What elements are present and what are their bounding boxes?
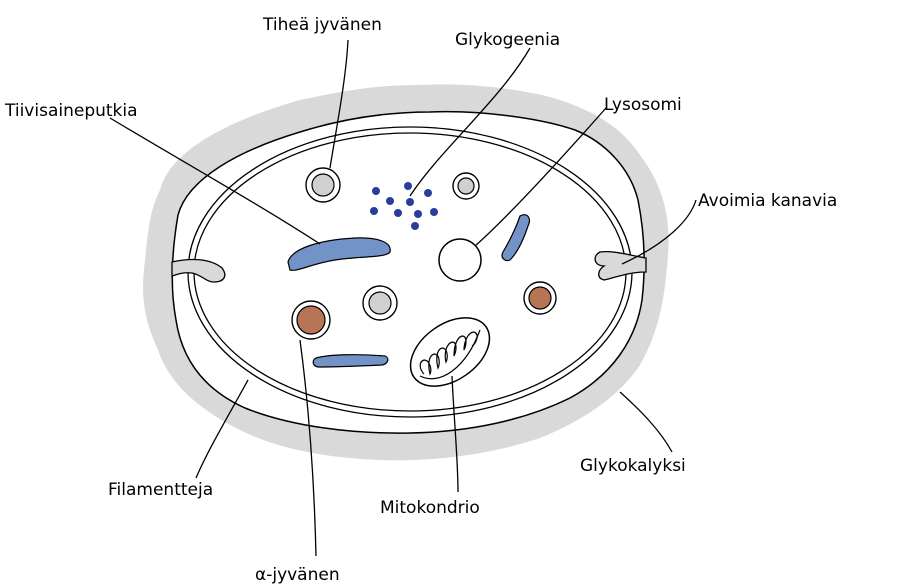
dense-granule-3 [363, 286, 397, 320]
label-dense-granule: Tiheä jyvänen [262, 15, 382, 35]
dense-granule-2 [453, 173, 479, 199]
lysosome [439, 239, 481, 281]
label-dense-tubular: Tiivisaineputkia [4, 101, 138, 121]
label-filaments: Filamentteja [108, 480, 213, 500]
dense-granule-1 [306, 168, 340, 202]
label-open-canals: Avoimia kanavia [698, 191, 837, 211]
label-alpha-granule: α-jyvänen [255, 565, 340, 585]
alpha-granule-1 [292, 301, 330, 339]
label-glycocalyx: Glykokalyksi [580, 456, 686, 476]
label-glycogen: Glykogeenia [455, 30, 560, 50]
cell-body [172, 112, 644, 433]
dense-tubular-2 [313, 355, 388, 367]
alpha-granule-2 [524, 282, 556, 314]
label-mitochondrion: Mitokondrio [380, 498, 480, 518]
label-lysosome: Lysosomi [604, 95, 682, 115]
leader-glycocalyx [620, 392, 672, 452]
